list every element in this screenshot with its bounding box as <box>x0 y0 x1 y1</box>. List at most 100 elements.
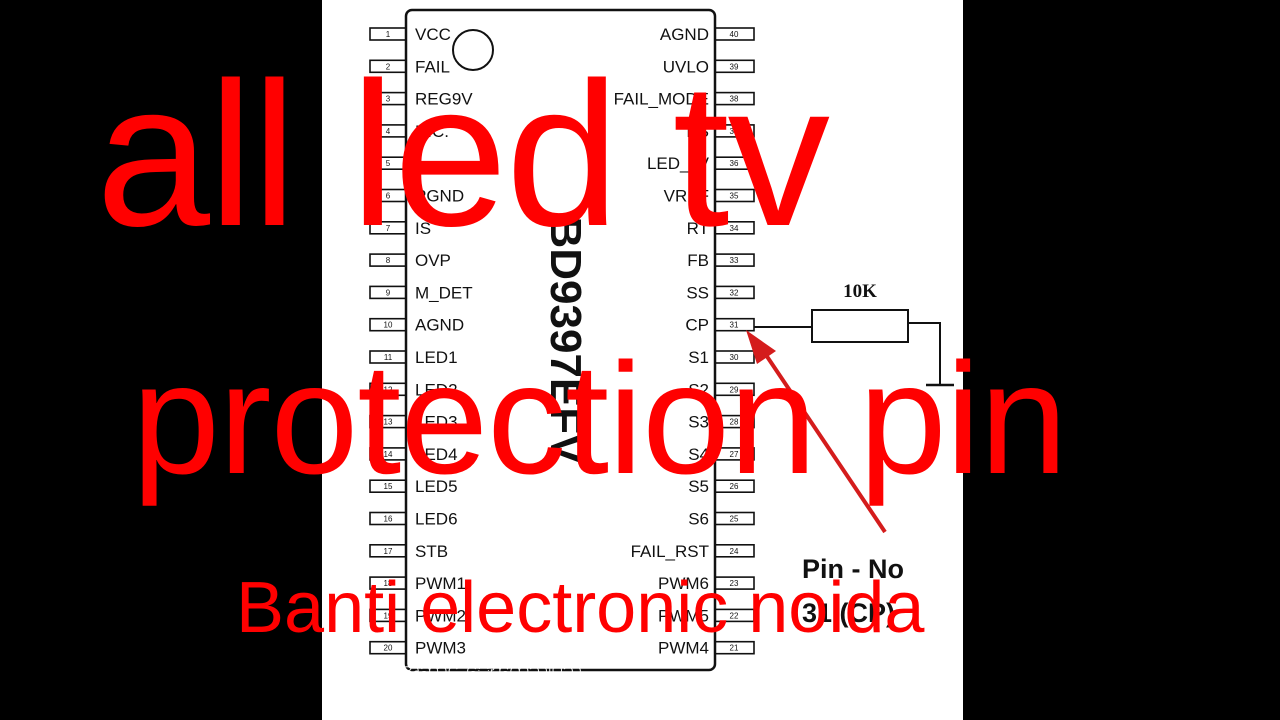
pin-left-12: 12 LED2 <box>369 380 458 399</box>
pin-number: 17 <box>384 547 393 556</box>
pin-left-17: 17 STB <box>369 542 448 561</box>
pin-right-17: 24 FAIL_RST <box>631 542 755 561</box>
pin-number: 34 <box>730 224 739 233</box>
pin-label: PWM3 <box>415 639 466 658</box>
pin-number: 27 <box>730 450 739 459</box>
ic-body <box>404 8 717 672</box>
pin-label: LED2 <box>415 380 458 399</box>
pin-number: 16 <box>384 515 393 524</box>
overlay-channel-name: Banti electronic noida <box>236 568 925 648</box>
pin-number: 29 <box>730 385 739 394</box>
pin-number: 2 <box>386 62 391 71</box>
pin-label: S2 <box>688 380 709 399</box>
pin-label: FAIL_MODE <box>614 90 709 109</box>
pin-right-3: 38 FAIL_MODE <box>614 90 755 109</box>
pin-number: 14 <box>384 450 393 459</box>
pin1-marker <box>452 29 494 71</box>
pin-label: PWM6 <box>658 574 709 593</box>
pin-number: 7 <box>386 224 391 233</box>
callout-line1: Pin - No <box>802 554 904 584</box>
pin-number: 13 <box>384 418 393 427</box>
pin-label: LED4 <box>415 445 458 464</box>
pin-label: UVLO <box>663 57 709 76</box>
pin-label: LED1 <box>415 348 458 367</box>
pin-right-18: 23 PWM6 <box>658 574 755 593</box>
ground-wire <box>908 322 941 384</box>
pin-number: 33 <box>730 256 739 265</box>
arrow-shaft <box>762 350 887 534</box>
pin-number: 40 <box>730 30 739 39</box>
pin-number: 12 <box>384 385 393 394</box>
pin-label: PWM5 <box>658 606 709 625</box>
overlay-title-line2: protection pin <box>132 331 1068 507</box>
pin-label: REG9V <box>415 90 473 109</box>
pin-number: 4 <box>386 127 391 136</box>
pin-left-15: 15 LED5 <box>369 477 458 496</box>
pin-label: LED6 <box>415 510 458 529</box>
pin-left-13: 13 LED3 <box>369 413 458 432</box>
pin-label: PGND <box>415 187 464 206</box>
pin-number: 35 <box>730 192 739 201</box>
pin-number: 24 <box>730 547 739 556</box>
callout-line2: 31 (CP) <box>802 598 895 628</box>
pin-number: 10 <box>384 321 393 330</box>
pin-label: STB <box>415 542 448 561</box>
pin-label: AGND <box>660 25 709 44</box>
pin-number: 31 <box>730 321 739 330</box>
arrow-head <box>746 330 776 364</box>
pin-number: 37 <box>730 127 739 136</box>
pin-left-14: 14 LED4 <box>369 445 458 464</box>
pin-number: 5 <box>386 159 391 168</box>
pin-label: VCC <box>415 25 451 44</box>
pin-label: M_DET <box>415 283 473 302</box>
pin-number: 38 <box>730 95 739 104</box>
pin-right-8: 33 FB <box>687 251 755 270</box>
pin-left-16: 16 LED6 <box>369 510 458 529</box>
pin-number: 3 <box>386 95 391 104</box>
pin-label: S6 <box>688 510 709 529</box>
resistor-10k <box>811 309 909 343</box>
pin-number: 1 <box>386 30 391 39</box>
pin-label: LED_LV <box>647 154 710 173</box>
pin-number: 30 <box>730 353 739 362</box>
caption-line2: Proteck ျဖစ္သည္ အခါ ေက်ာ္လႊားႏိုင္ရန္ <box>364 691 685 715</box>
pin-label: PS <box>686 122 709 141</box>
pin-label: LED5 <box>415 477 458 496</box>
pin-number: 22 <box>730 611 739 620</box>
pin-number: 8 <box>386 256 391 265</box>
pin-label: AGND <box>415 316 464 335</box>
pin-number: 19 <box>384 611 393 620</box>
pin-left-3: 3 REG9V <box>369 90 473 109</box>
caption-line1: ဓဏ္ဍ အဆာင္ ေၾကညျပည <box>364 656 583 680</box>
pin-left-11: 11 LED1 <box>369 348 458 367</box>
pin-number: 21 <box>730 644 739 653</box>
pin-label: OVP <box>415 251 451 270</box>
pin-label: FAIL <box>415 57 450 76</box>
pin-label: FB <box>687 251 709 270</box>
pin-label: LED3 <box>415 413 458 432</box>
pin-number: 15 <box>384 482 393 491</box>
pin-number: 36 <box>730 159 739 168</box>
pin-number: 18 <box>384 579 393 588</box>
pin-label: PWM1 <box>415 574 466 593</box>
pin-label: S5 <box>688 477 709 496</box>
pin-label: S3 <box>688 413 709 432</box>
pin-number: 23 <box>730 579 739 588</box>
resistor-label: 10K <box>843 281 877 302</box>
pin-right-19: 22 PWM5 <box>658 606 755 625</box>
pin-number: 11 <box>384 353 393 362</box>
pin-number: 9 <box>386 288 391 297</box>
overlay-title-line1: all led tv <box>96 40 830 269</box>
pin-label: FAIL_RST <box>631 542 709 561</box>
pin-label: S4 <box>688 445 709 464</box>
chip-part-number: BD9397EFV <box>541 216 590 464</box>
